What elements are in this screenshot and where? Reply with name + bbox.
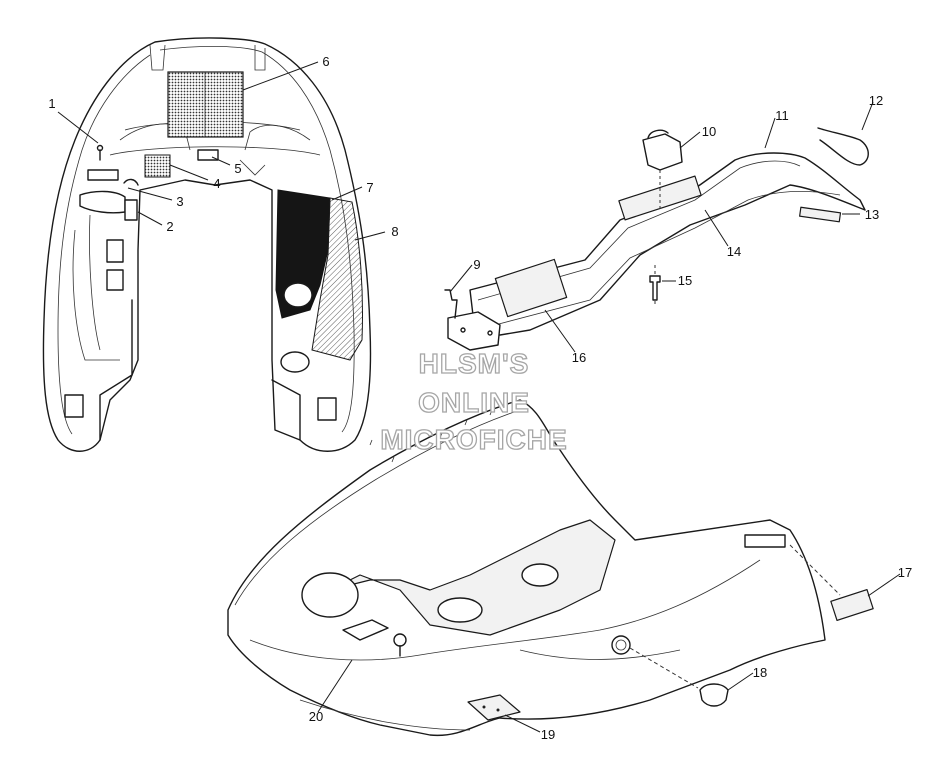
callout-1: 1 <box>48 96 55 111</box>
callout-7: 7 <box>366 180 373 195</box>
callout-9: 9 <box>473 257 480 272</box>
callout-20: 20 <box>309 709 323 724</box>
callout-16: 16 <box>572 350 586 365</box>
reflector-17 <box>830 589 874 621</box>
callout-10: 10 <box>702 124 716 139</box>
hood-latch-4 <box>144 154 171 178</box>
clip-10 <box>642 133 683 171</box>
callout-3: 3 <box>176 194 183 209</box>
rivet-15 <box>649 275 661 301</box>
callout-6: 6 <box>322 54 329 69</box>
grommet-18 <box>699 683 729 707</box>
reinforcement-plate-14 <box>618 175 702 221</box>
hood-underside-view <box>42 37 372 452</box>
callout-11: 11 <box>775 108 789 123</box>
callout-12: 12 <box>869 93 883 108</box>
callout-5: 5 <box>234 161 241 176</box>
watermark-line-3: MICROFICHE <box>380 424 567 455</box>
rivet-20 <box>393 633 407 647</box>
callout-labels: 1 2 3 4 5 6 7 8 9 10 11 12 13 14 15 16 1… <box>48 54 912 742</box>
mounting-plate-19 <box>467 694 521 721</box>
hood-brace-11 <box>469 152 866 336</box>
watermark-line-1: HLSM'S <box>419 348 530 379</box>
callout-8: 8 <box>391 224 398 239</box>
callout-4: 4 <box>213 176 220 191</box>
bumper-rod-12 <box>817 127 869 166</box>
bracket-5 <box>197 149 219 161</box>
callout-leaders <box>57 61 901 733</box>
callout-18: 18 <box>753 665 767 680</box>
hood-brace-assembly <box>444 127 869 351</box>
insulation-pad-6 <box>167 71 244 138</box>
callout-19: 19 <box>541 727 555 742</box>
callout-14: 14 <box>727 244 741 259</box>
watermark: HLSM'S ONLINE MICROFICHE <box>380 347 568 455</box>
callout-2: 2 <box>166 219 173 234</box>
grommet-hole <box>611 635 631 655</box>
insulation-pad-8 <box>311 197 364 361</box>
screw-9 <box>444 289 458 319</box>
reinforcement-plate-16 <box>494 258 568 318</box>
callout-13: 13 <box>865 207 879 222</box>
hood-top-view <box>227 399 874 737</box>
decal-13 <box>799 206 842 223</box>
watermark-line-2: ONLINE <box>418 387 530 418</box>
callout-17: 17 <box>898 565 912 580</box>
callout-15: 15 <box>678 273 692 288</box>
